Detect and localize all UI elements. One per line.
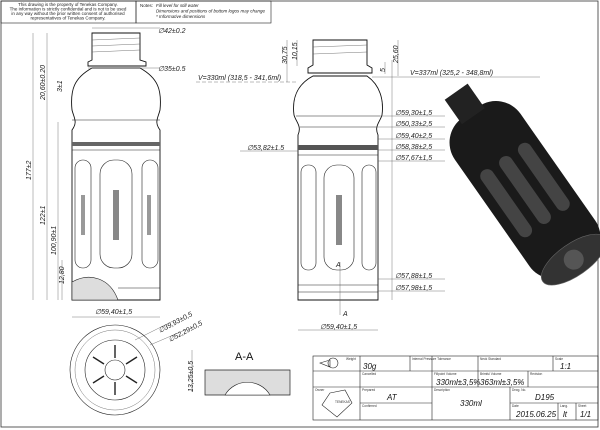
dim-diameter: ∅59,30±1,5 [395,110,432,117]
dim-diameter: ∅58,38±2,5 [395,144,432,151]
dim-5: 5 [380,68,387,72]
dim-13-25: 13,25±0,5 [188,361,195,392]
cancelled-label: Cancelled [362,372,376,376]
brim-value: 363ml±3,5% [480,378,524,387]
neck-label: Neck Standard [480,357,501,361]
sheet-value: 1/1 [580,410,591,419]
brim-volume: V=337ml (325,2 - 348,8ml) [410,70,493,77]
section-mark-bottom: A [342,311,348,318]
note-line: Fill level for still water [156,3,199,8]
dim-122: 122±1 [40,205,47,225]
prepared-value: AT [386,393,398,402]
property-note-line: The information is strictly confidential… [10,7,127,12]
revision-label: Revision [530,372,542,376]
dim-12-80: 12,80 [59,266,66,284]
description-value: 330ml [460,399,482,408]
dim-body-diameter-right: ∅59,40±1,5 [320,324,357,331]
dim-30-75: 30,75 [282,46,289,64]
header-block: This drawing is the property of Tenekas … [0,0,272,24]
pressure-label: Internal Pressure Tolerance [412,357,451,361]
owner-logo-text: TENEKAS [335,400,350,404]
dim-20-60: 20,60±0.20 [40,65,47,101]
description-label: Description [434,388,450,392]
date-label: Date [512,404,519,408]
section-title: A-A [235,351,254,363]
sheet-label: Sheet [578,404,586,408]
lang-label: Lang. [560,404,568,408]
dim-diameter-lower: ∅57,98±1,5 [395,285,432,292]
dim-diameter: ∅57,67±1,5 [395,155,432,162]
dim-body-diameter-left: ∅59,40±1,5 [95,309,132,316]
fill-label: Fillpoint Volume [434,372,457,376]
scale-value: 1:1 [560,362,571,371]
note-line: * Informative dimensions [156,14,206,19]
dim-25-60: 25,60 [393,45,400,64]
brim-label: Brimful Volume [480,372,502,376]
drwg-value: D195 [535,393,555,402]
fill-volume: V=330ml (318,5 - 341,6ml) [198,75,281,82]
left-bottle-view [32,27,161,318]
weight-value: 30g [363,362,377,371]
notes-label: Notes: [140,3,153,8]
dim-10-15: 10,15 [292,42,299,60]
owner-label: Owner [315,388,325,392]
property-note-line: This drawing is the property of Tenekas … [18,2,118,7]
bottle-3d-render [444,83,600,286]
dim-diameter: ∅50,33±2,5 [395,121,432,128]
fill-value: 330ml±3,5% [436,378,480,387]
title-block [312,355,599,421]
section-a-a [204,369,291,396]
projection-symbol-icon [319,357,339,369]
dim-neck-diameter: ∅42±0.2 [158,28,186,35]
note-line: Dimensions and positions of bottom logos… [156,9,266,14]
dim-53-82: ∅53,82±1.5 [247,145,284,152]
dim-total-height: 177±2 [26,160,33,180]
property-note-line: in any way without the prior written con… [11,11,125,16]
dim-diameter-lower: ∅57,88±1,5 [395,273,432,280]
right-bottle-view [240,39,445,331]
date-value: 2015.06.25 [515,410,557,419]
weight-label: Weight [346,357,356,361]
prepared-label: Prepared [362,388,375,392]
property-note-line: representatives of Tenekas Company. [30,16,105,21]
drwg-label: Drwg. No. [512,388,526,392]
dim-3: 3±1 [57,80,64,92]
dim-diameter: ∅59,40±2,5 [395,133,432,140]
scale-label: Scale [555,357,563,361]
dim-100-90: 100,90±1 [51,226,58,255]
lang-value: lt [563,410,568,419]
section-mark-top: A [335,262,341,269]
owner-logo [321,389,353,418]
dim-support-ring-diameter: ∅35±0.5 [158,66,186,73]
confirmed-label: Confirmed [362,404,377,408]
bottom-view [69,319,193,416]
